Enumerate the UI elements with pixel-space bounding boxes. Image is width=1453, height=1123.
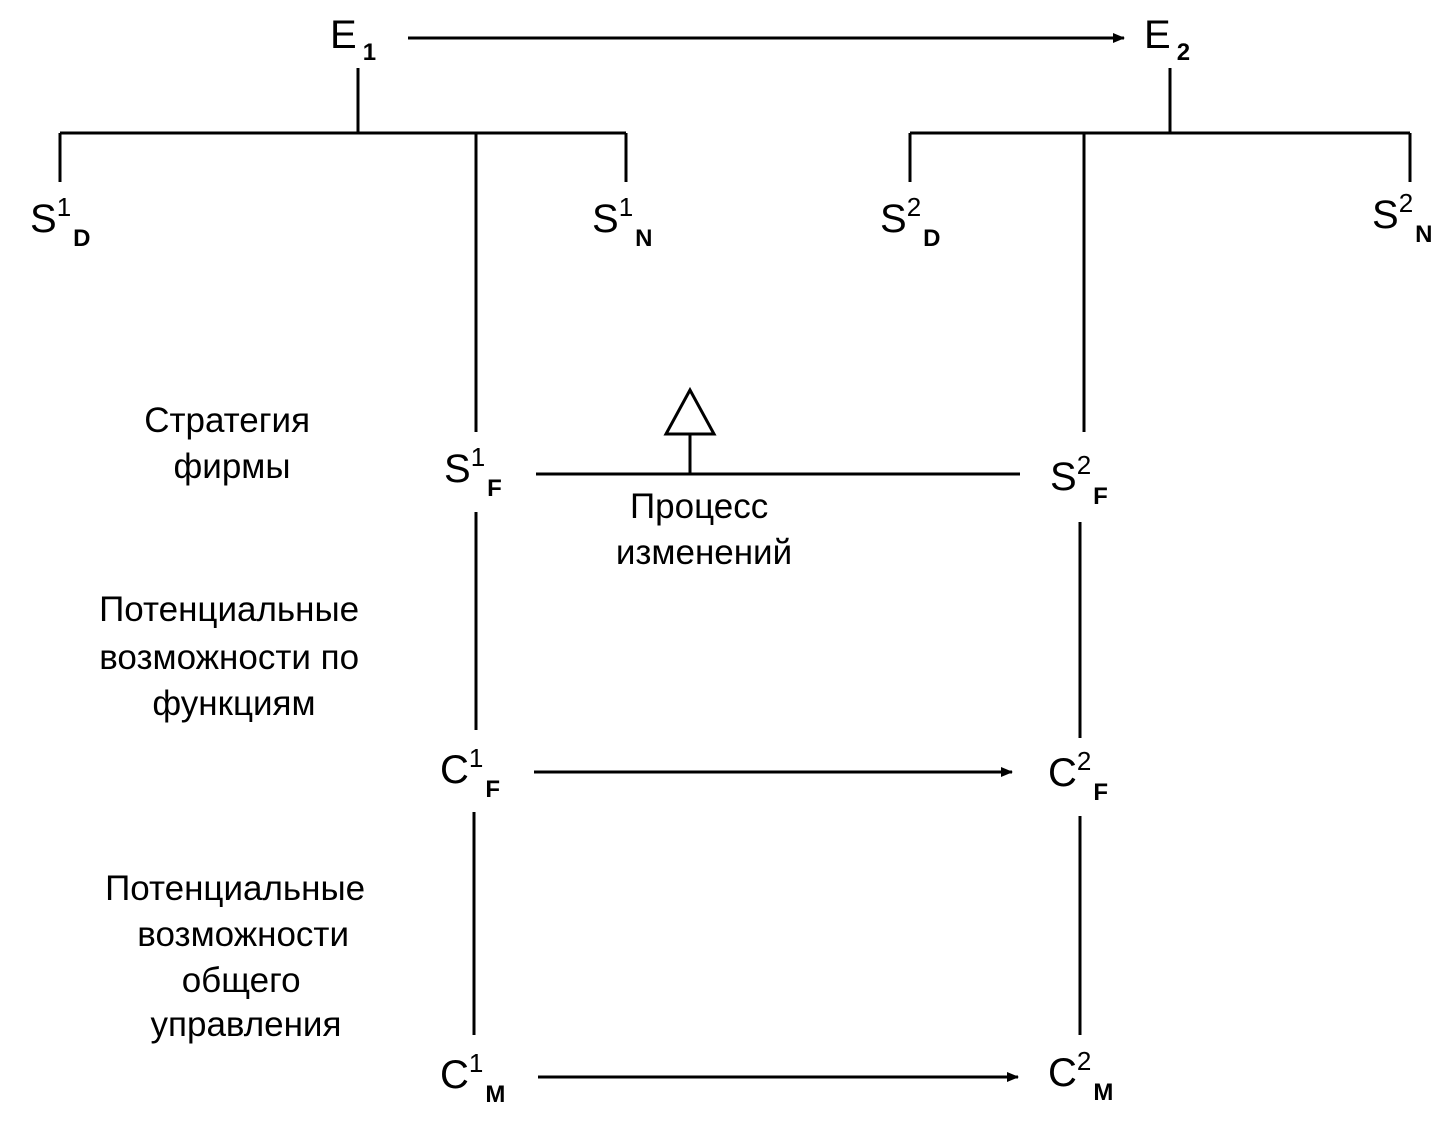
label-management-potential: Потенциальные возможности общего управле… — [105, 869, 375, 1044]
node-c2m: C2M — [1048, 1046, 1113, 1106]
level-connectors — [472, 512, 1082, 1035]
node-c1f: C1F — [440, 743, 500, 803]
label-functional-potential: Потенциальные возможности по функциям — [99, 590, 369, 723]
label-change-process: Процесс изменений — [616, 487, 792, 572]
change-triangle-icon — [663, 386, 717, 436]
node-s1d: S1D — [30, 192, 91, 252]
node-s1n: S1N — [592, 192, 653, 252]
node-s2f: S2F — [1050, 450, 1108, 510]
node-c1m: C1M — [440, 1048, 505, 1108]
change-process-connector — [536, 386, 1020, 476]
label-strategy: Стратегия фирмы — [144, 401, 320, 486]
node-s2n: S2N — [1372, 188, 1433, 248]
node-s1f: S1F — [444, 442, 502, 502]
e1-tree-connectors — [58, 68, 628, 432]
e2-tree-connectors — [908, 68, 1412, 432]
node-c2f: C2F — [1048, 746, 1108, 806]
node-s2d: S2D — [880, 192, 941, 252]
